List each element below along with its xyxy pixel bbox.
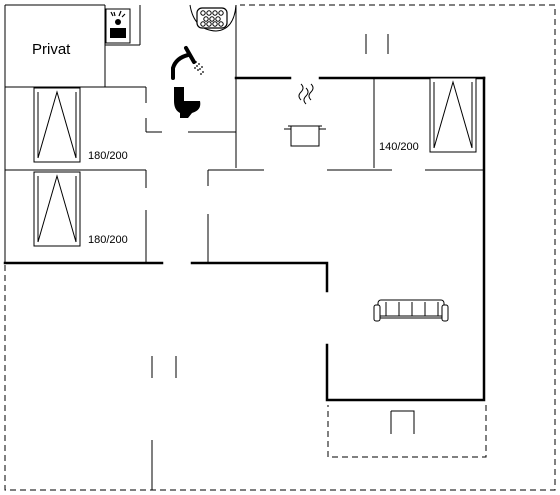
- bed-icon: [33, 87, 81, 163]
- cooking-pot-icon: [284, 83, 326, 147]
- shower-icon: [171, 46, 204, 80]
- sauna-icon: [105, 8, 131, 44]
- bed-size-label: 140/200: [379, 141, 419, 153]
- thin-walls: [4, 4, 484, 490]
- privat-room-label: Privat: [32, 41, 71, 58]
- bed-size-label: 180/200: [88, 150, 128, 162]
- bed-icon: [429, 77, 477, 153]
- sofa-icon: [373, 299, 449, 322]
- bed-size-label: 180/200: [88, 234, 128, 246]
- outer-dashed-boundary: [4, 4, 556, 491]
- bed-icon: [33, 171, 81, 247]
- toilet-icon: [174, 87, 201, 118]
- thick-walls: [3, 76, 486, 402]
- whirlpool-icon: [189, 4, 237, 32]
